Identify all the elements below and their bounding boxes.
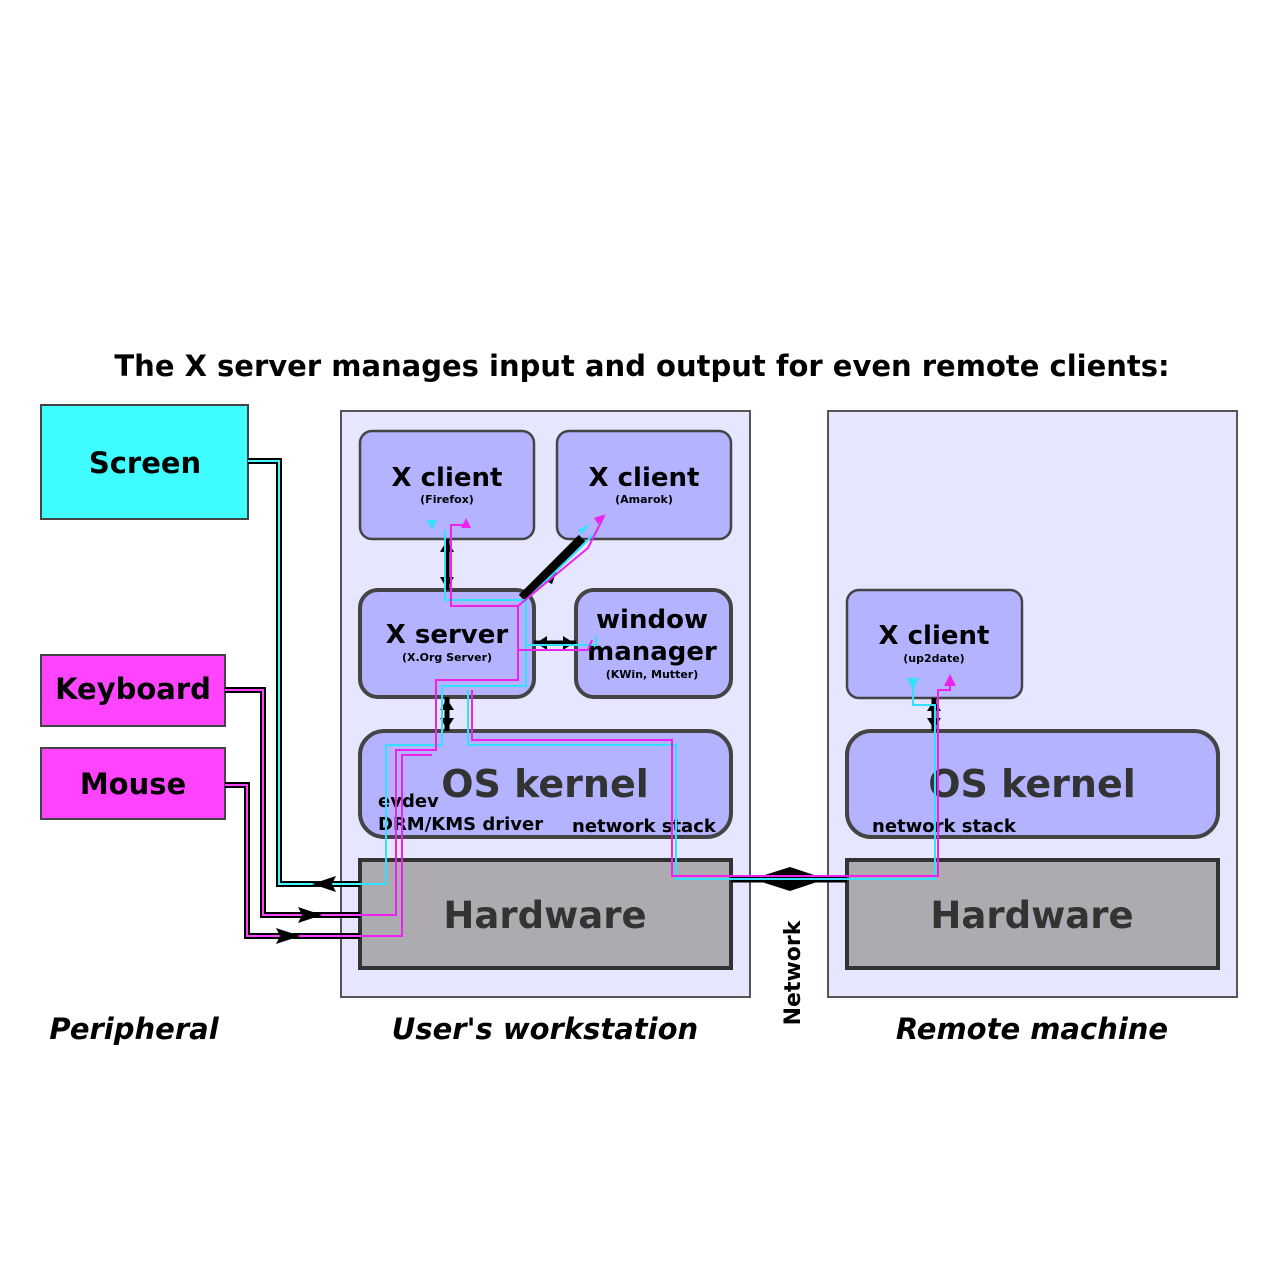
magenta-flow — [360, 515, 951, 937]
xclient-amarok-box — [555, 429, 733, 541]
xserver-wm-link — [534, 636, 576, 650]
remote-kernel-label: OS kernel — [928, 762, 1136, 806]
remote-kernel-box — [845, 729, 1220, 839]
xclient-firefox-label: X client — [392, 463, 503, 493]
xclient-amarok-label: X client — [589, 463, 700, 493]
network-caption: Network — [781, 919, 806, 1025]
drm-label: DRM/KMS driver — [378, 814, 543, 835]
screen-box — [40, 404, 249, 520]
xclient-firefox-sub: (Firefox) — [420, 493, 474, 506]
workstation-caption: User's workstation — [392, 1012, 698, 1046]
screen-connector — [248, 458, 360, 892]
firefox-in-arrow — [427, 520, 437, 530]
remote-netstack-label: network stack — [872, 816, 1017, 837]
evdev-label: evdev — [378, 791, 439, 812]
up2date-in-arrow — [907, 678, 919, 690]
xclient-up2date-label: X client — [879, 621, 990, 651]
screen-label: Screen — [89, 446, 201, 480]
amarok-in-arrow — [578, 524, 590, 534]
remote-hardware-box — [845, 858, 1220, 970]
cyan-flow — [360, 529, 936, 885]
xserver-label: X server — [386, 620, 509, 650]
firefox-out-arrow — [461, 518, 471, 528]
keyboard-label: Keyboard — [55, 672, 211, 706]
peripheral-caption: Peripheral — [49, 1012, 219, 1046]
amarok-xserver-link — [518, 534, 586, 602]
xclient-amarok-sub: (Amarok) — [615, 493, 673, 506]
remote-caption: Remote machine — [896, 1012, 1168, 1046]
mouse-label: Mouse — [80, 767, 186, 801]
amarok-out-arrow — [594, 514, 606, 524]
xserver-sub: (X.Org Server) — [402, 651, 492, 664]
up2date-out-arrow — [944, 674, 956, 686]
ws-kernel-label: OS kernel — [441, 762, 649, 806]
window-manager-label-2: manager — [587, 637, 717, 667]
window-manager-sub: (KWin, Mutter) — [606, 668, 699, 681]
ws-kernel-box — [358, 729, 733, 839]
remote-hardware-label: Hardware — [930, 894, 1133, 937]
mouse-connector — [225, 782, 360, 944]
window-manager-label-1: window — [596, 605, 708, 635]
xserver-kernel-link — [440, 697, 454, 731]
xclient-up2date-sub: (up2date) — [903, 652, 964, 665]
mouse-box — [40, 747, 226, 820]
keyboard-connector — [225, 687, 360, 923]
ws-hardware-box — [358, 858, 733, 970]
diagram-title: The X server manages input and output fo… — [114, 349, 1169, 383]
ws-netstack-label: network stack — [572, 816, 717, 837]
ws-hardware-label: Hardware — [443, 894, 646, 937]
